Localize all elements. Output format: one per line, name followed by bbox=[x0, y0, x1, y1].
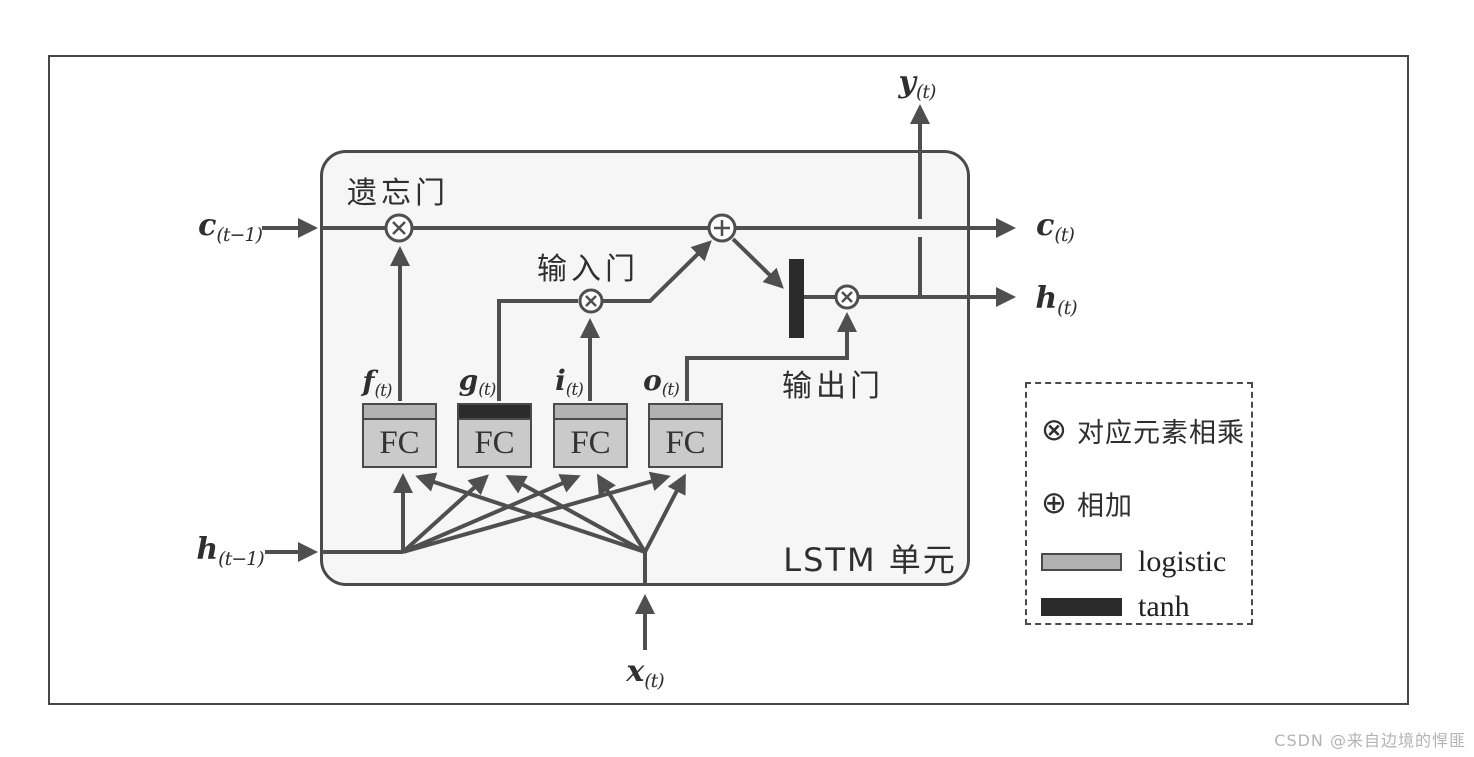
lstm-cell-box bbox=[320, 150, 970, 586]
activation-strip-tanh bbox=[459, 405, 530, 420]
output-gate-label: 输出门 bbox=[782, 369, 884, 404]
multiply-to-add-path bbox=[602, 240, 712, 303]
legend-add-label: 相加 bbox=[1076, 491, 1133, 522]
candidate-path bbox=[497, 299, 578, 401]
label-x-in: x(t) bbox=[626, 654, 664, 692]
fc-box-input: FC bbox=[553, 403, 628, 468]
label-h-out: h(t) bbox=[1035, 281, 1077, 319]
logistic-swatch bbox=[1041, 553, 1122, 571]
activation-strip-logistic bbox=[555, 405, 626, 420]
forget-multiply-node bbox=[384, 213, 414, 243]
h-to-i bbox=[402, 474, 581, 554]
legend-multiply-label: 对应元素相乘 bbox=[1076, 418, 1245, 449]
label-c-out: c(t) bbox=[1036, 208, 1075, 246]
label-h-prev: h(t−1) bbox=[196, 532, 264, 570]
label-y-out: y(t) bbox=[898, 65, 937, 103]
add-icon: ⊕ bbox=[1041, 485, 1067, 521]
output-multiply-node bbox=[834, 284, 860, 310]
legend-tanh-label: tanh bbox=[1138, 590, 1190, 623]
activation-strip-logistic bbox=[364, 405, 435, 420]
fc-box-forget: FC bbox=[362, 403, 437, 468]
legend-logistic-label: logistic bbox=[1138, 545, 1227, 578]
legend-tanh-row: tanh bbox=[1041, 590, 1190, 624]
legend-multiply-row: ⊗ 对应元素相乘 bbox=[1041, 411, 1245, 450]
lstm-cell-label: LSTM 单元 bbox=[783, 541, 957, 579]
multiply-icon: ⊗ bbox=[1041, 412, 1067, 448]
output-gate-path bbox=[685, 312, 857, 401]
input-gate-label: 输入门 bbox=[537, 252, 639, 287]
x-to-f bbox=[415, 472, 646, 554]
input-multiply-node bbox=[578, 288, 604, 314]
x-to-i bbox=[596, 473, 647, 554]
fc-box-label: FC bbox=[665, 424, 706, 461]
activation-strip-logistic bbox=[650, 405, 721, 420]
fc-box-label: FC bbox=[474, 424, 515, 461]
x-to-g bbox=[505, 475, 646, 554]
fc-box-label: FC bbox=[570, 424, 611, 461]
add-node bbox=[707, 213, 737, 243]
forget-gate-label: 遗忘门 bbox=[347, 176, 449, 211]
add-to-tanh-arrow bbox=[731, 237, 784, 289]
label-g-t: g(t) bbox=[458, 364, 497, 400]
legend: ⊗ 对应元素相乘 ⊕ 相加 logistic tanh bbox=[1025, 382, 1253, 625]
watermark: CSDN @来自边境的悍匪 bbox=[1274, 731, 1466, 750]
label-c-prev: c(t−1) bbox=[198, 208, 263, 246]
tanh-swatch bbox=[1041, 598, 1122, 616]
label-i-t: i(t) bbox=[555, 364, 584, 400]
label-o-t: o(t) bbox=[643, 364, 680, 400]
x-to-o bbox=[643, 473, 686, 553]
fc-box-output: FC bbox=[648, 403, 723, 468]
fc-box-label: FC bbox=[379, 424, 420, 461]
h-to-g bbox=[401, 474, 489, 554]
tanh-bar bbox=[789, 259, 804, 338]
label-f-t: f(t) bbox=[362, 365, 392, 401]
fc-box-candidate: FC bbox=[457, 403, 532, 468]
legend-add-row: ⊕ 相加 bbox=[1041, 484, 1133, 523]
legend-logistic-row: logistic bbox=[1041, 545, 1226, 579]
